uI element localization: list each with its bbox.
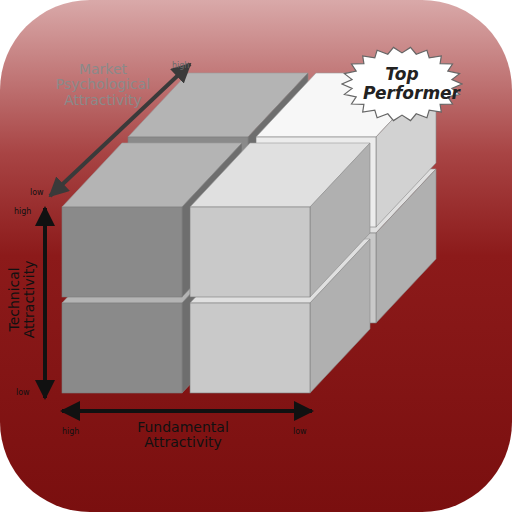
cube <box>190 143 370 297</box>
axis-end-label: low <box>293 428 317 437</box>
starburst-shape <box>342 47 462 120</box>
cube-front <box>62 303 182 393</box>
cube-front <box>62 207 182 297</box>
cube-stack <box>62 73 436 393</box>
starburst-badge: Top Performer <box>341 46 463 122</box>
cube-front <box>190 207 310 297</box>
badge-text: Top Performer <box>363 65 441 102</box>
axis-arrow <box>43 208 47 398</box>
axis-end-label: low <box>30 189 54 198</box>
axis-end-label: high <box>14 208 40 217</box>
axis-end-label: high <box>172 62 202 71</box>
axis-end-label: low <box>16 389 40 398</box>
axis-title: Market Psychological Attractivity <box>48 62 158 108</box>
cube-front <box>190 303 310 393</box>
axis-title: Technical Attractivity <box>7 251 38 347</box>
axis-end-label: high <box>62 428 92 437</box>
axis-title: Fundamental Attractivity <box>118 420 248 451</box>
axis-arrow <box>62 409 312 413</box>
cube-side <box>310 143 370 297</box>
